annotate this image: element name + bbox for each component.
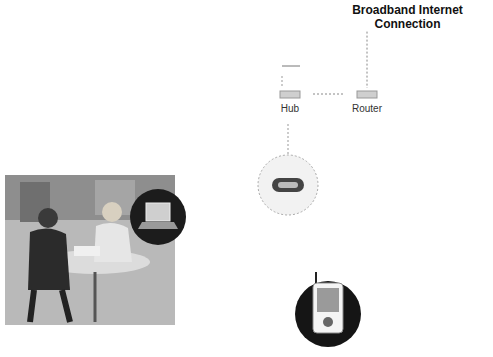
stub-line bbox=[282, 66, 300, 67]
laptop-base bbox=[138, 222, 178, 229]
photo-table-leg bbox=[94, 272, 97, 322]
device-body bbox=[357, 91, 377, 98]
device-node: Hub bbox=[268, 88, 312, 114]
pda-device bbox=[313, 283, 343, 333]
photo-man-head bbox=[38, 208, 58, 228]
laptop-badge bbox=[130, 189, 186, 245]
access-point-device bbox=[272, 178, 304, 192]
photo-woman-head bbox=[102, 202, 122, 222]
device-label: Router bbox=[343, 103, 391, 114]
network-link bbox=[367, 32, 368, 88]
device-icon bbox=[356, 88, 378, 100]
connection-label: Broadband Internet Connection bbox=[318, 4, 493, 32]
photo-woman-body bbox=[94, 223, 132, 262]
network-link bbox=[312, 94, 343, 95]
device-label: Hub bbox=[268, 103, 312, 114]
wireless-link bbox=[288, 124, 289, 154]
device-icon bbox=[279, 88, 301, 100]
photo-papers bbox=[74, 246, 100, 256]
access-point-halo bbox=[258, 155, 318, 215]
stub-line bbox=[282, 76, 283, 88]
pda-badge bbox=[295, 281, 361, 347]
photo-man-legs bbox=[30, 290, 70, 322]
pda-button bbox=[323, 317, 333, 327]
device-node: Router bbox=[343, 88, 391, 114]
device-body bbox=[280, 91, 300, 98]
pda-antenna bbox=[315, 272, 317, 284]
access-point-light bbox=[278, 182, 298, 188]
network-endpoint: Broadband Internet Connection bbox=[318, 4, 493, 32]
photo-man-body bbox=[28, 228, 70, 290]
pda-screen bbox=[317, 288, 339, 312]
laptop-screen bbox=[146, 203, 170, 221]
